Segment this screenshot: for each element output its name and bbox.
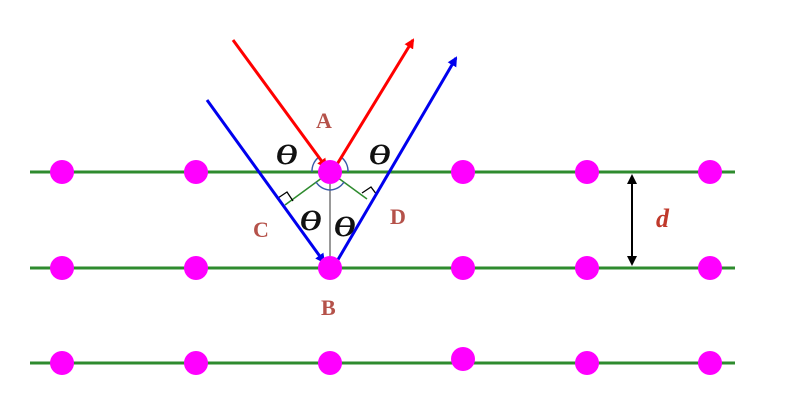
reflected-ray-top — [334, 38, 415, 167]
right-angle-marker-c — [277, 191, 294, 202]
point-label-c: C — [253, 217, 269, 242]
atom — [184, 160, 208, 184]
atom — [451, 256, 475, 280]
atom — [698, 351, 722, 375]
theta-arc-bottom-left — [315, 181, 331, 191]
point-label-b: B — [321, 295, 336, 320]
spacing-label-d: d — [656, 204, 670, 233]
incident-ray-bottom — [205, 99, 326, 264]
theta-arc-bottom-right — [329, 181, 345, 191]
theta-arc-top-right — [340, 156, 349, 173]
atom — [575, 256, 599, 280]
right-angle-marker-d — [361, 186, 378, 196]
atom — [698, 160, 722, 184]
atom — [318, 351, 342, 375]
atom — [451, 160, 475, 184]
atom — [50, 160, 74, 184]
atom — [50, 351, 74, 375]
reflected-ray-bottom — [334, 56, 458, 264]
atom — [184, 256, 208, 280]
atom — [451, 347, 475, 371]
theta-arc-top-left — [311, 156, 320, 173]
point-label-a: A — [316, 108, 332, 133]
incident-ray-top — [231, 39, 328, 169]
atom — [575, 351, 599, 375]
atom — [50, 256, 74, 280]
atom — [698, 256, 722, 280]
atom — [318, 256, 342, 280]
atoms — [50, 160, 722, 375]
theta-label-top-left: ϴ — [276, 138, 298, 171]
point-label-d: D — [390, 204, 406, 229]
theta-label-bottom-left: ϴ — [300, 204, 322, 237]
atom — [575, 160, 599, 184]
atom — [184, 351, 208, 375]
theta-label-top-right: ϴ — [369, 138, 391, 171]
atom — [318, 160, 342, 184]
theta-label-bottom-right: ϴ — [334, 210, 356, 243]
